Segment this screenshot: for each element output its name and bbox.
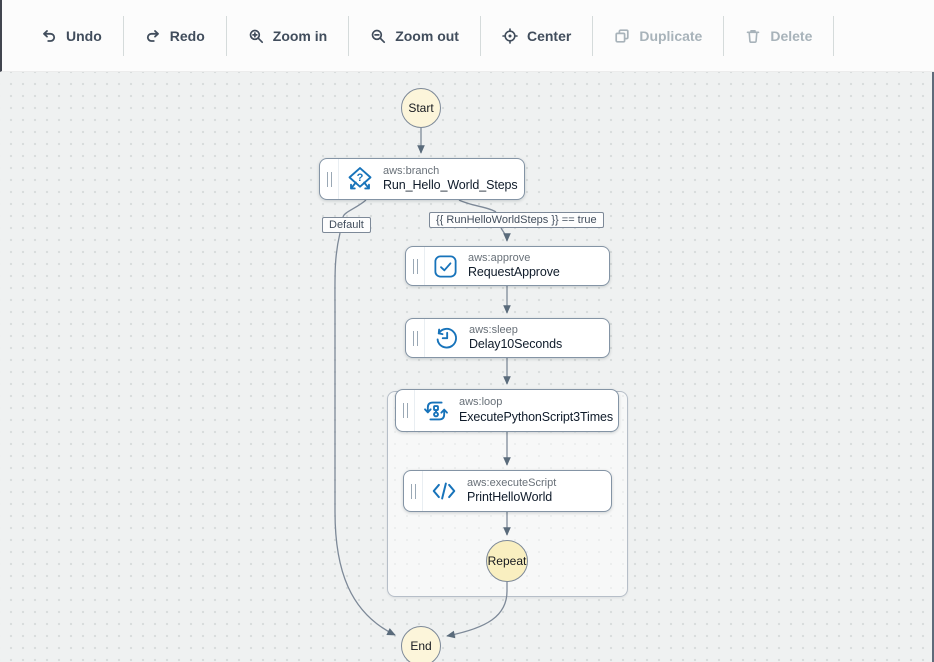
- step-type-label: aws:loop: [459, 396, 503, 409]
- duplicate-label: Duplicate: [639, 27, 703, 44]
- step-name: ExecutePythonScript3Times: [459, 409, 614, 424]
- zoom-in-label: Zoom in: [272, 27, 328, 44]
- branch-icon: ?: [346, 165, 374, 193]
- step-name: Delay10Seconds: [469, 337, 563, 352]
- undo-icon: [41, 28, 57, 44]
- step-type-label: aws:approve: [468, 251, 531, 264]
- start-node-label: Start: [408, 101, 434, 115]
- step-name: Run_Hello_World_Steps: [383, 178, 518, 193]
- step-node-loop[interactable]: aws:loop ExecutePythonScript3Times: [395, 389, 619, 432]
- zoom-in-button[interactable]: Zoom in: [227, 15, 350, 56]
- delete-label: Delete: [770, 27, 813, 44]
- undo-label: Undo: [66, 27, 102, 44]
- flow-toolbar: Undo Redo Zoom in Zo: [0, 0, 934, 72]
- redo-button[interactable]: Redo: [124, 15, 227, 56]
- delete-icon: [745, 28, 761, 44]
- center-button[interactable]: Center: [481, 15, 594, 56]
- zoom-out-label: Zoom out: [395, 27, 459, 44]
- drag-handle-icon[interactable]: [404, 471, 423, 511]
- sleep-icon: [432, 324, 460, 352]
- end-node[interactable]: End: [401, 626, 441, 662]
- undo-button[interactable]: Undo: [20, 15, 124, 56]
- step-node-execute-script[interactable]: aws:executeScript PrintHelloWorld: [403, 470, 612, 512]
- execute-script-icon: [430, 477, 458, 505]
- start-node[interactable]: Start: [401, 88, 441, 128]
- zoom-in-icon: [248, 28, 264, 44]
- panel-divider[interactable]: [932, 72, 934, 662]
- drag-handle-icon[interactable]: [406, 247, 425, 285]
- edge-label-default: Default: [322, 217, 371, 233]
- drag-handle-icon[interactable]: [406, 319, 425, 357]
- repeat-node[interactable]: Repeat: [486, 540, 528, 582]
- step-type-label: aws:executeScript: [467, 476, 557, 489]
- step-node-branch[interactable]: ? aws:branch Run_Hello_World_Steps: [319, 158, 525, 200]
- redo-icon: [145, 28, 161, 44]
- duplicate-icon: [614, 28, 630, 44]
- edge-branch-to-default: [342, 199, 367, 218]
- step-node-sleep[interactable]: aws:sleep Delay10Seconds: [405, 318, 610, 358]
- loop-icon: [422, 397, 450, 425]
- repeat-node-label: Repeat: [487, 554, 527, 568]
- edge-label-condition: {{ RunHelloWorldSteps }} == true: [429, 212, 604, 228]
- edge-default-to-end: [334, 232, 396, 636]
- edge-repeat-to-end: [446, 582, 508, 639]
- edge-branch-to-condition: [458, 199, 497, 213]
- end-node-label: End: [410, 639, 432, 653]
- center-label: Center: [526, 27, 572, 44]
- drag-handle-icon[interactable]: [320, 159, 339, 199]
- flow-canvas[interactable]: Start ? aws:branch Run_Hello_World_Steps…: [0, 72, 934, 662]
- step-name: PrintHelloWorld: [467, 490, 553, 505]
- approve-icon: [432, 253, 459, 280]
- center-icon: [502, 27, 518, 44]
- redo-label: Redo: [169, 27, 205, 44]
- step-type-label: aws:sleep: [469, 323, 518, 336]
- edge-condition-to-approve: [500, 227, 511, 242]
- delete-button[interactable]: Delete: [724, 15, 835, 56]
- zoom-out-button[interactable]: Zoom out: [349, 15, 481, 56]
- duplicate-button[interactable]: Duplicate: [593, 15, 725, 56]
- flow-edges: [334, 127, 511, 639]
- step-name: RequestApprove: [468, 265, 560, 280]
- drag-handle-icon[interactable]: [396, 390, 415, 431]
- step-type-label: aws:branch: [383, 164, 440, 177]
- svg-text:?: ?: [357, 172, 364, 184]
- zoom-out-icon: [370, 28, 386, 44]
- step-node-approve[interactable]: aws:approve RequestApprove: [405, 246, 610, 286]
